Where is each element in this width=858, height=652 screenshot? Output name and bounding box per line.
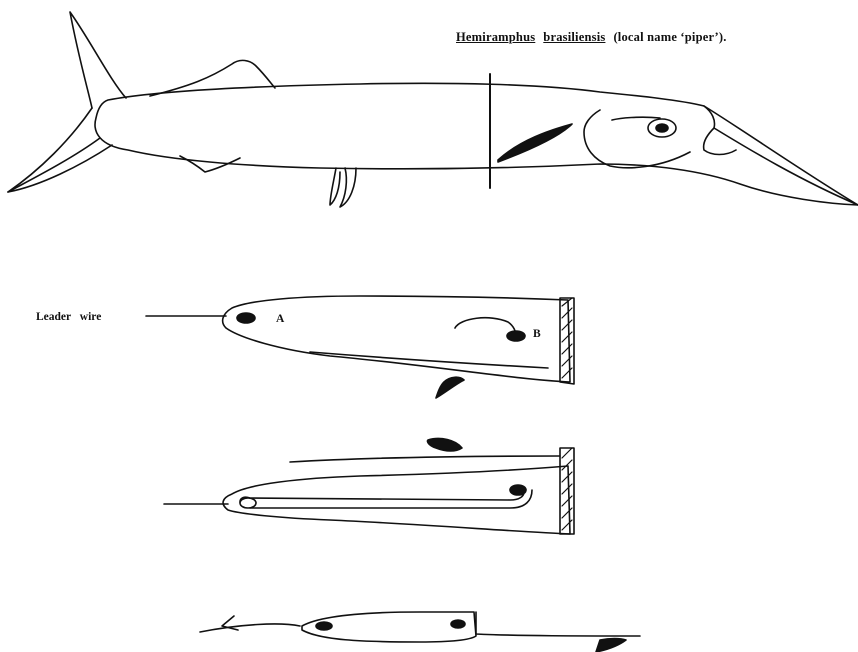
loop-end-mark: [240, 498, 256, 508]
hook-bend: [455, 318, 516, 336]
local-name-note: (local name ‘piper’).: [613, 30, 726, 44]
hook-shank: [476, 612, 640, 636]
tail-fin: [8, 12, 126, 192]
hook-eye-mark: [451, 620, 465, 628]
bait-outline: [223, 466, 570, 534]
rig-step-1: [146, 296, 574, 398]
pectoral-fin: [498, 124, 572, 162]
fish-illustration: [8, 12, 858, 207]
pelvic-fin: [330, 168, 356, 207]
hook-point: [427, 438, 462, 451]
wire-loop: [240, 490, 532, 508]
beak: [714, 128, 858, 205]
point-a-mark: [237, 313, 255, 323]
species-caption: Hemiramphus brasiliensis (local name ‘pipe…: [456, 30, 727, 45]
genus-name: Hemiramphus: [456, 30, 535, 44]
gill-hatch: [560, 298, 574, 384]
hook-shank: [310, 352, 548, 368]
species-name: brasiliensis: [543, 30, 605, 44]
eye-mark: [316, 622, 332, 630]
point-b-label: B: [533, 328, 541, 340]
jaw: [704, 106, 736, 155]
dorsal-fin: [150, 60, 275, 96]
gill-cover: [584, 110, 690, 168]
leader-wire-label: Leader wire: [36, 311, 101, 323]
eye-pupil: [656, 124, 668, 132]
top-fin-line: [290, 456, 560, 462]
gill-line: [612, 117, 660, 120]
hook-point: [436, 377, 464, 398]
point-b-mark: [507, 331, 525, 341]
fish-body: [95, 83, 858, 205]
hook-eye-mark: [510, 485, 526, 495]
leader-wire-line: [200, 624, 300, 632]
hook-point: [596, 639, 626, 652]
rig-step-2: [164, 438, 574, 534]
hatch-lines: [562, 298, 572, 378]
hatch-lines: [562, 448, 572, 530]
point-a-label: A: [276, 313, 284, 325]
rig-step-3: [200, 612, 640, 652]
